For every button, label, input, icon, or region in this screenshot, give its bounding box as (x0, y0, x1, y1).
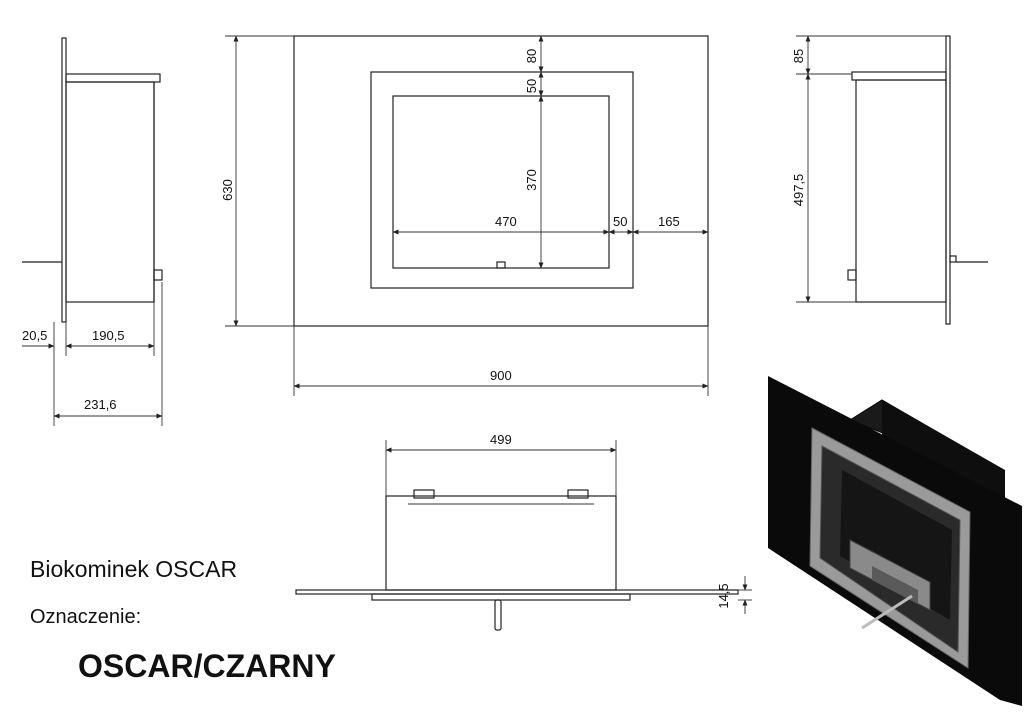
dim-frame-border-top: 50 (524, 79, 539, 93)
dim-right-top-offset: 85 (791, 49, 806, 63)
front-view: 630 900 80 50 370 470 50 165 (220, 35, 709, 396)
dim-top-plate-thickness: 14,5 (716, 583, 731, 608)
top-tab-right (567, 489, 589, 499)
top-tab-left (413, 489, 435, 499)
frame-outer (370, 71, 634, 289)
dim-side-front-depth: 20,5 (22, 328, 47, 343)
dim-top-body-width: 499 (490, 432, 512, 447)
dim-front-height: 630 (220, 179, 235, 201)
dim-opening-height: 370 (524, 169, 539, 191)
top-flange-right (851, 71, 947, 81)
rear-tab (153, 269, 163, 281)
handle-top (494, 599, 502, 631)
opening-inner (392, 95, 610, 269)
product-name-label: Biokominek OSCAR (30, 556, 238, 582)
front-panel-outline (293, 35, 709, 327)
top-view: 499 14,5 (295, 432, 752, 631)
body-profile-right (855, 79, 947, 303)
dim-frame-top: 80 (524, 49, 539, 63)
dim-side-body-depth: 190,5 (92, 328, 125, 343)
burner-handle-3d (861, 594, 913, 630)
body-top-outline (385, 495, 617, 591)
designation-label: Oznaczenie: (30, 606, 142, 628)
rear-tab-right (847, 269, 857, 281)
burner-tab (496, 261, 506, 269)
isometric-view (768, 376, 1022, 706)
top-flange (65, 73, 161, 83)
dim-opening-width: 470 (495, 214, 517, 229)
right-side-view: 85 497,5 (791, 35, 988, 325)
dim-frame-border-side: 50 (613, 214, 627, 229)
dim-side-total-depth: 231,6 (84, 397, 117, 412)
dim-frame-side: 165 (658, 214, 680, 229)
dim-right-body-height: 497,5 (791, 174, 806, 207)
frame-top (371, 593, 631, 601)
model-code: OSCAR/CZARNY (78, 648, 336, 684)
left-side-view: 20,5 190,5 231,6 (22, 37, 163, 426)
body-profile (65, 81, 155, 303)
dim-front-width: 900 (490, 368, 512, 383)
